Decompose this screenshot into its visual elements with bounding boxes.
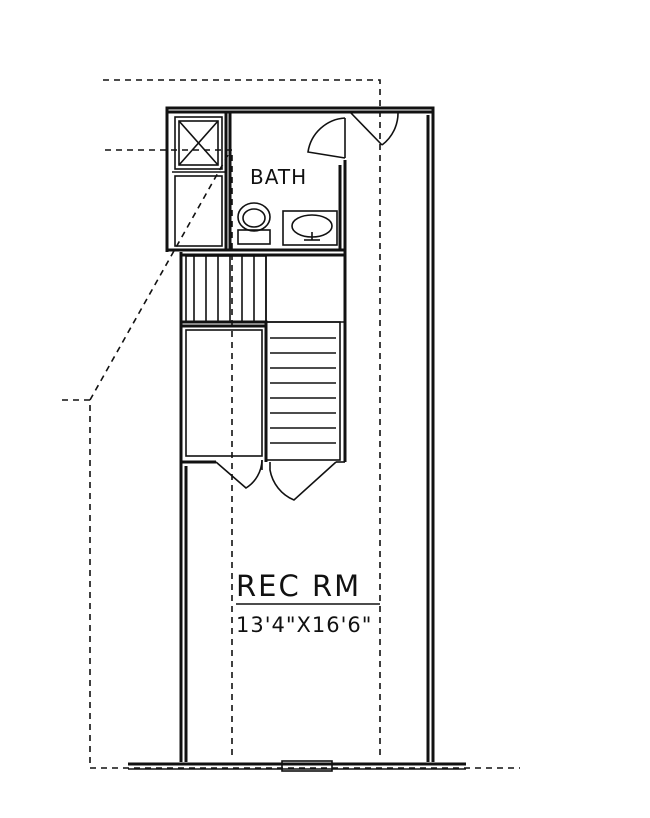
bath-door [307, 117, 346, 159]
exterior-walls [165, 106, 435, 762]
bath-label: BATH [250, 165, 307, 189]
sink-icon [282, 210, 338, 246]
bath-walls [167, 112, 347, 257]
toilet-icon [237, 202, 271, 245]
stair-upper [185, 255, 345, 323]
stair-lower [264, 255, 347, 462]
roof-overhang-lines [62, 79, 520, 769]
storage-closet [179, 320, 268, 464]
closet-door [215, 459, 263, 489]
shower [174, 116, 223, 170]
rec-room-label: REC RM [236, 569, 361, 603]
linen-closet [174, 175, 223, 247]
stair-door [269, 461, 345, 501]
rec-room-dimensions: 13'4"X16'6" [236, 613, 372, 637]
entry-door [349, 111, 399, 146]
base-line [128, 760, 466, 772]
